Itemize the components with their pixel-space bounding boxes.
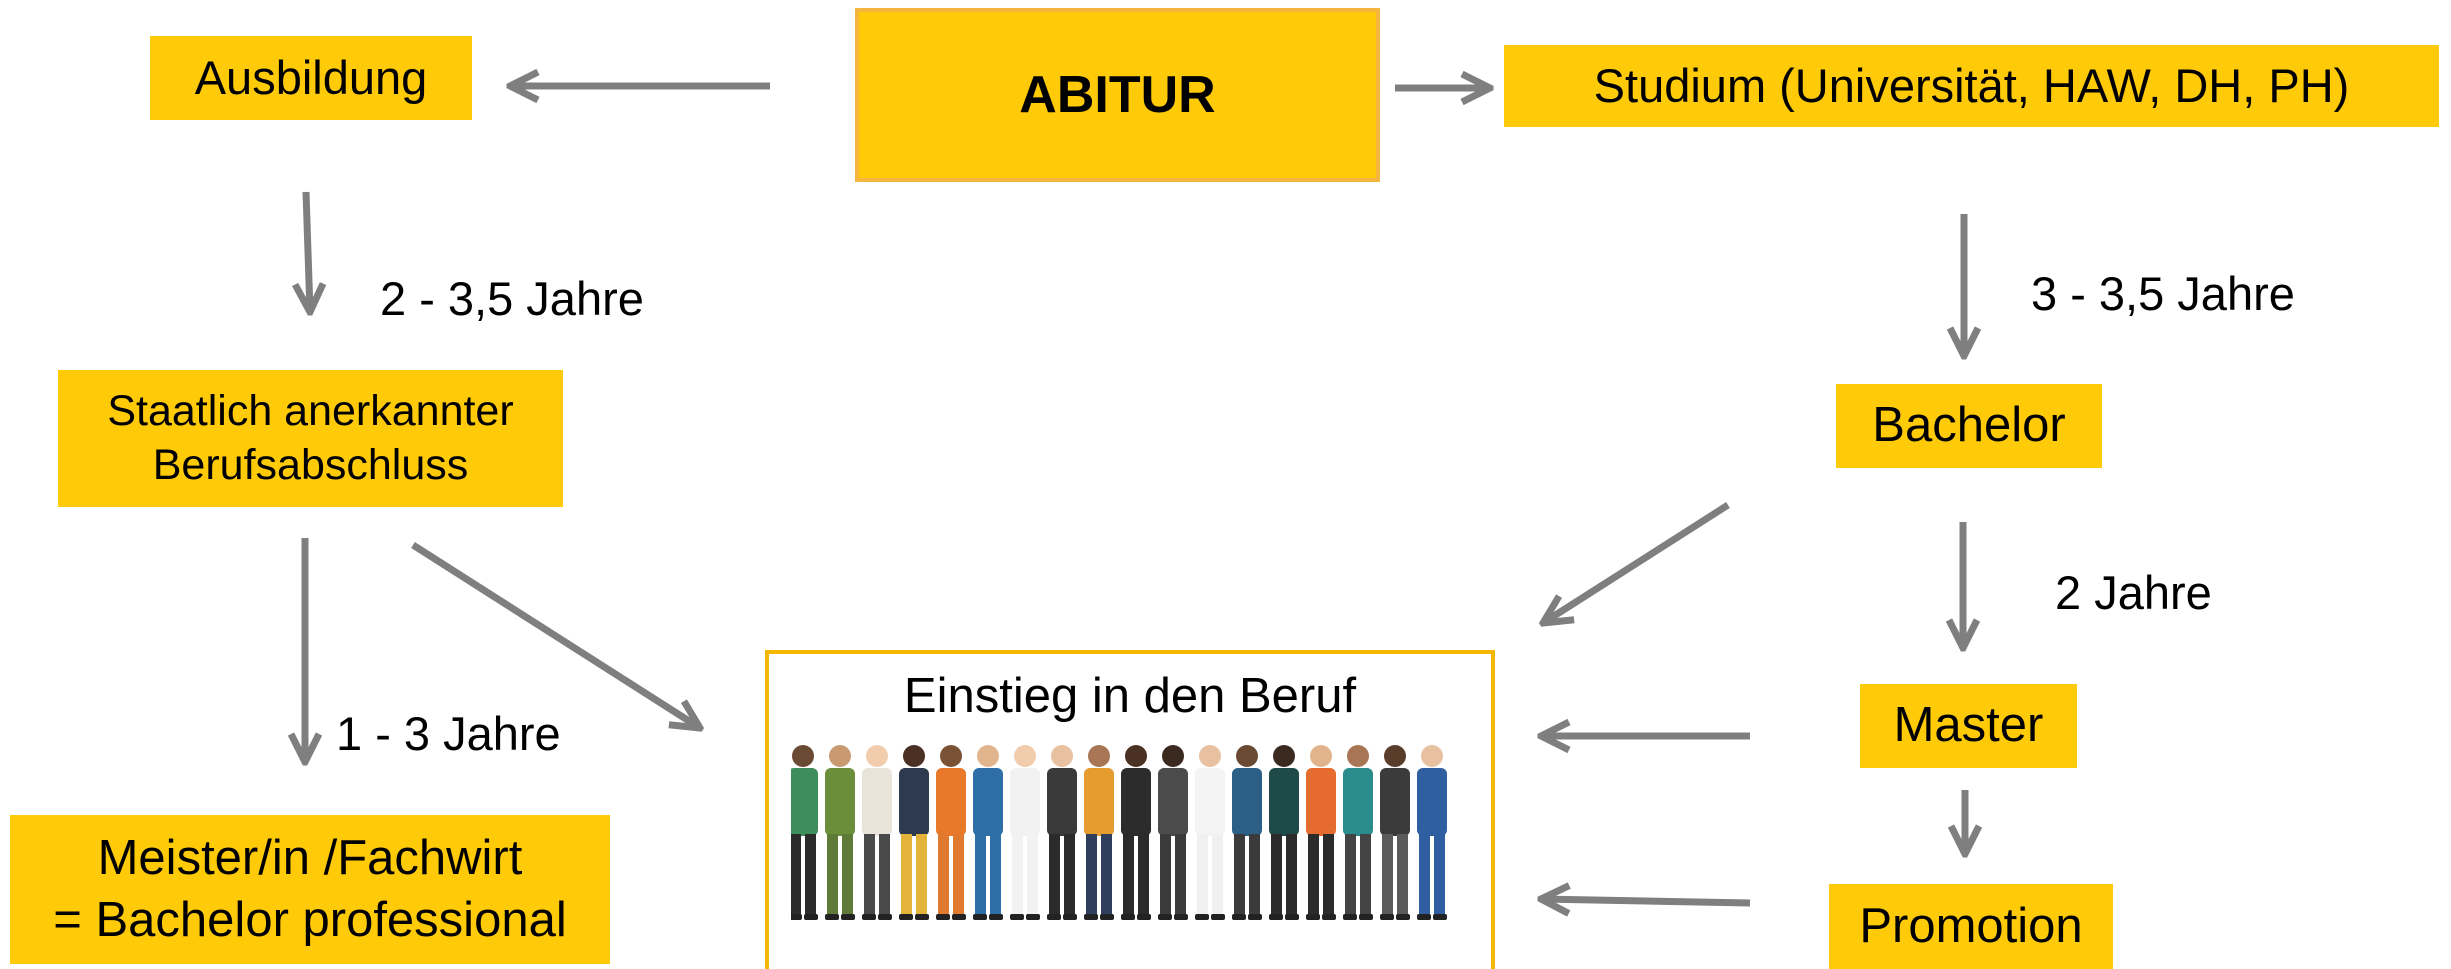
worker-figure <box>1158 745 1188 920</box>
einstieg-card: Einstieg in den Beruf <box>765 650 1495 969</box>
worker-figure <box>973 745 1003 920</box>
ausbildung-label: Ausbildung <box>194 50 428 104</box>
berufsabschluss-line1: Staatlich anerkannter <box>107 386 514 435</box>
berufsabschluss-line2: Berufsabschluss <box>152 440 469 489</box>
bachelor-box: Bachelor <box>1836 384 2102 468</box>
duration-master: 2 Jahre <box>2055 566 2212 619</box>
worker-figure <box>862 745 892 920</box>
arrow-berufsabschluss-to-beruf <box>411 542 700 728</box>
bachelor-label: Bachelor <box>1872 398 2066 453</box>
worker-figure <box>1269 745 1299 920</box>
studium-label: Studium (Universität, HAW, DH, PH) <box>1593 58 2350 112</box>
ausbildung-box: Ausbildung <box>150 36 472 120</box>
worker-figure <box>1084 745 1114 920</box>
worker-figure <box>1417 745 1447 920</box>
promotion-label: Promotion <box>1859 898 2083 953</box>
arrow-bachelor-to-beruf <box>1543 502 1730 623</box>
worker-figure <box>1343 745 1373 920</box>
workers-illustration <box>791 745 1447 920</box>
worker-figure <box>1306 745 1336 920</box>
worker-figure <box>936 745 966 920</box>
meister-box: Meister/in /Fachwirt = Bachelor professi… <box>10 815 610 964</box>
promotion-box: Promotion <box>1829 884 2113 969</box>
duration-bachelor: 3 - 3,5 Jahre <box>2031 267 2295 320</box>
worker-figure <box>1232 745 1262 920</box>
master-label: Master <box>1893 698 2044 753</box>
worker-figure <box>1047 745 1077 920</box>
abitur-label: ABITUR <box>1019 65 1216 124</box>
duration-ausbildung: 2 - 3,5 Jahre <box>380 272 644 325</box>
master-box: Master <box>1860 684 2077 768</box>
meister-line1: Meister/in /Fachwirt <box>97 831 523 886</box>
einstieg-title: Einstieg in den Beruf <box>903 669 1357 723</box>
worker-figure <box>899 745 929 920</box>
arrow-ausbildung-down <box>306 191 310 312</box>
berufsabschluss-box: Staatlich anerkannter Berufsabschluss <box>58 370 563 507</box>
duration-meister: 1 - 3 Jahre <box>336 707 561 760</box>
worker-figure <box>791 745 818 920</box>
worker-figure <box>1010 745 1040 920</box>
abitur-box: ABITUR <box>855 8 1380 182</box>
arrow-promotion-to-beruf <box>1541 899 1751 903</box>
studium-box: Studium (Universität, HAW, DH, PH) <box>1504 45 2439 127</box>
meister-line2: = Bachelor professional <box>53 892 567 947</box>
worker-figure <box>1380 745 1410 920</box>
worker-figure <box>1121 745 1151 920</box>
worker-figure <box>1195 745 1225 920</box>
worker-figure <box>825 745 855 920</box>
